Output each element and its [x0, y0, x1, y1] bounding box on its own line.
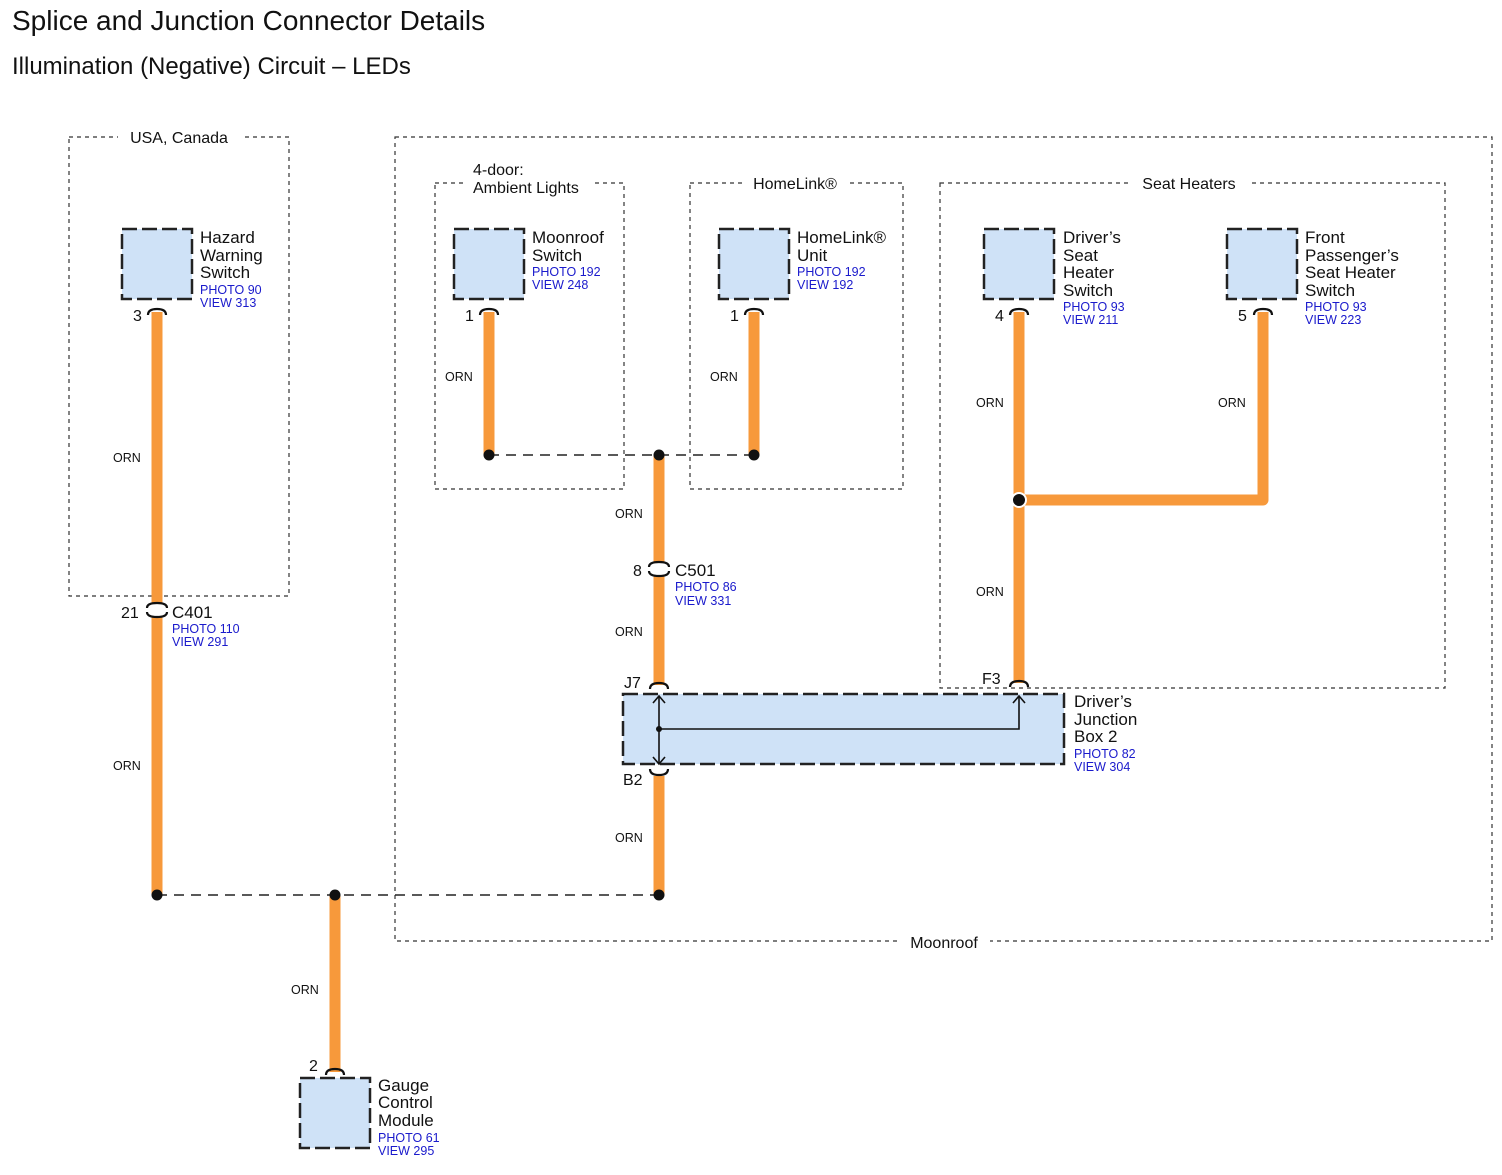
driver-seat-switch-label: Driver’s Seat Heater Switch [1063, 228, 1126, 300]
hazard-switch-pin: 3 [133, 308, 142, 325]
connector-c401-symbol [145, 601, 169, 619]
junction-box-pin-f3: F3 [982, 671, 1001, 688]
splice-point [151, 889, 163, 901]
component-hazard-warning-switch [120, 227, 194, 301]
junction-box-pin-j7: J7 [624, 675, 641, 692]
page-title: Splice and Junction Connector Details [12, 5, 485, 36]
homelink-unit-label: HomeLink® Unit [797, 228, 891, 265]
group-label-seat-heaters: Seat Heaters [1142, 176, 1235, 193]
terminal-cap [1008, 679, 1030, 688]
splice-point [748, 449, 760, 461]
group-label-ambient-line1: 4-door: [473, 162, 524, 179]
hazard-switch-photo-ref: PHOTO 90 [200, 283, 262, 297]
component-homelink-unit [717, 227, 791, 301]
wire-color-label: ORN [113, 759, 141, 773]
junction-box-view-ref: VIEW 304 [1074, 760, 1130, 774]
component-gauge-control-module [298, 1076, 372, 1150]
terminal-cap [478, 307, 500, 316]
hazard-switch-label: Hazard Warning Switch [200, 228, 267, 282]
wire-color-label: ORN [615, 831, 643, 845]
gauge-module-view-ref: VIEW 295 [378, 1144, 434, 1158]
passenger-seat-switch-photo-ref: PHOTO 93 [1305, 300, 1367, 314]
wire-color-label: ORN [1218, 396, 1246, 410]
terminal-cap [648, 681, 670, 690]
wire-color-label: ORN [976, 396, 1004, 410]
terminal-cap [1252, 307, 1274, 316]
splice-point [329, 889, 341, 901]
connector-c501-symbol [647, 560, 671, 578]
passenger-seat-switch-pin: 5 [1238, 308, 1247, 325]
c501-photo-ref: PHOTO 86 [675, 580, 737, 594]
wire-color-label: ORN [615, 625, 643, 639]
moonroof-switch-photo-ref: PHOTO 192 [532, 265, 601, 279]
splice-point [483, 449, 495, 461]
junction-box-pin-b2: B2 [623, 772, 643, 789]
splice-point [1011, 492, 1027, 508]
component-driver-seat-heater-switch [982, 227, 1056, 301]
gauge-module-label: Gauge Control Module [378, 1076, 438, 1130]
moonroof-switch-label: Moonroof Switch [532, 228, 609, 265]
wire-color-label: ORN [615, 507, 643, 521]
driver-seat-switch-view-ref: VIEW 211 [1063, 313, 1118, 327]
passenger-seat-switch-label: Front Passenger’s Seat Heater Switch [1305, 228, 1404, 300]
c401-pin: 21 [121, 605, 139, 622]
homelink-unit-view-ref: VIEW 192 [797, 278, 853, 292]
terminal-cap [1008, 307, 1030, 316]
splice-point [653, 889, 665, 901]
homelink-unit-photo-ref: PHOTO 192 [797, 265, 866, 279]
c501-pin: 8 [633, 563, 642, 580]
wire-color-label: ORN [976, 585, 1004, 599]
c501-view-ref: VIEW 331 [675, 594, 731, 608]
c401-view-ref: VIEW 291 [172, 635, 228, 649]
hazard-switch-view-ref: VIEW 313 [200, 296, 256, 310]
splice-point [653, 449, 665, 461]
component-passenger-seat-heater-switch [1225, 227, 1299, 301]
group-label-moonroof: Moonroof [910, 935, 978, 952]
group-label-ambient-line2: Ambient Lights [473, 180, 579, 197]
group-box-usa-canada [68, 136, 290, 597]
passenger-seat-switch-view-ref: VIEW 223 [1305, 313, 1361, 327]
c401-photo-ref: PHOTO 110 [172, 622, 240, 636]
terminal-cap [324, 1067, 346, 1076]
junction-box-label: Driver’s Junction Box 2 [1074, 692, 1142, 746]
group-label-usa-canada: USA, Canada [130, 130, 228, 147]
moonroof-switch-view-ref: VIEW 248 [532, 278, 588, 292]
wire-passenger-seat [1019, 312, 1269, 506]
junction-box-internal-wiring [652, 694, 1026, 766]
wire-color-label: ORN [445, 370, 473, 384]
terminal-cap [743, 307, 765, 316]
wire-color-label: ORN [113, 451, 141, 465]
driver-seat-switch-pin: 4 [995, 308, 1004, 325]
junction-box-photo-ref: PHOTO 82 [1074, 747, 1136, 761]
page-subtitle: Illumination (Negative) Circuit – LEDs [12, 53, 411, 80]
homelink-unit-pin: 1 [730, 308, 739, 325]
c401-name: C401 [172, 603, 213, 622]
wire-color-label: ORN [291, 983, 319, 997]
gauge-module-pin: 2 [309, 1058, 318, 1075]
driver-seat-switch-photo-ref: PHOTO 93 [1063, 300, 1125, 314]
moonroof-switch-pin: 1 [465, 308, 474, 325]
c501-name: C501 [675, 561, 716, 580]
gauge-module-photo-ref: PHOTO 61 [378, 1131, 440, 1145]
wire-color-label: ORN [710, 370, 738, 384]
terminal-cap [146, 307, 168, 316]
component-moonroof-switch [452, 227, 526, 301]
terminal-cap [648, 768, 670, 777]
group-label-homelink: HomeLink® [753, 176, 837, 193]
